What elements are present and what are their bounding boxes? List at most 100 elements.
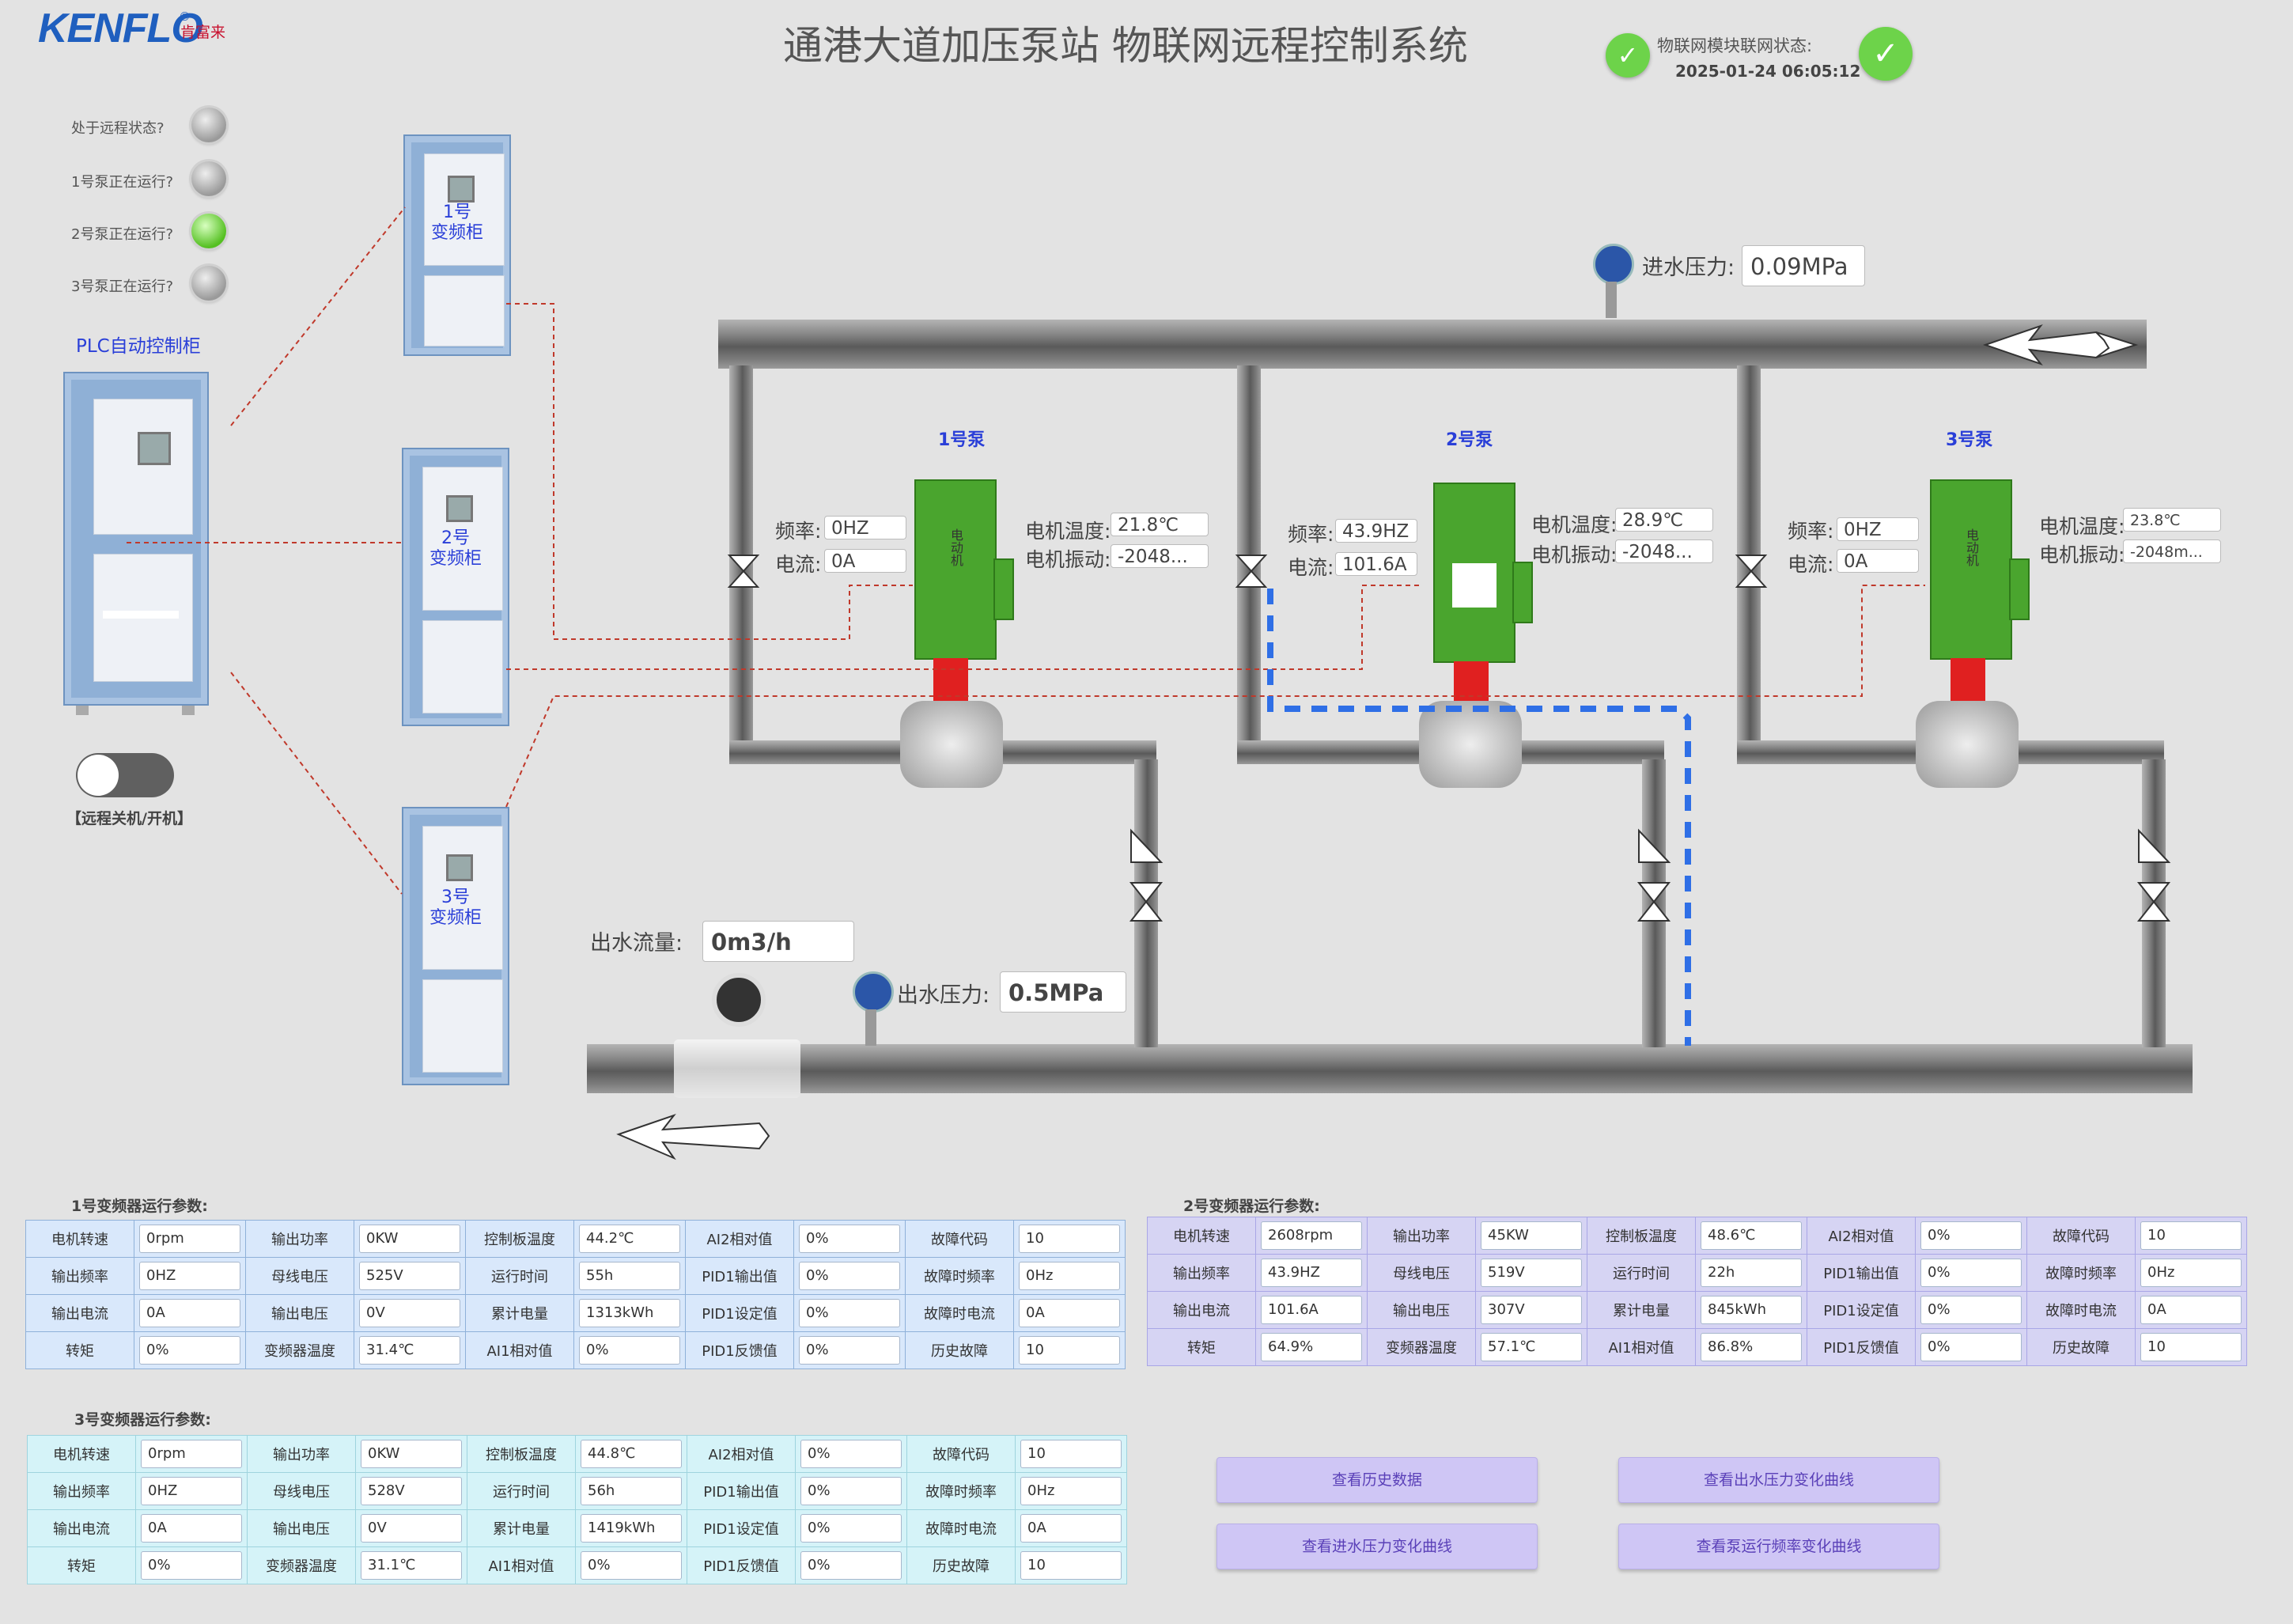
remote-power-toggle[interactable] [76,753,174,797]
vfd-cabinet-2[interactable]: 2号 变频柜 [402,448,509,726]
param-value: 0V [361,1514,462,1543]
vfd1-num: 1号 [443,203,471,222]
pump2-freq-value: 43.9HZ [1335,519,1417,543]
toggle-label: 【远程关机/开机】 [66,810,192,827]
pump2-title: 2号泵 [1446,430,1493,450]
param-label: 输出频率 [1147,1254,1256,1292]
plc-cabinet[interactable] [63,372,209,706]
param-value: 525V [359,1262,460,1290]
view-pump-frequency-curve-button[interactable]: 查看泵运行频率变化曲线 [1618,1524,1939,1569]
param-label: 转矩 [1147,1328,1256,1366]
param-value: 10 [1019,1225,1120,1253]
param-value: 1419kWh [581,1514,682,1543]
outlet-pressure-value: 0.5MPa [1000,971,1126,1013]
param-value: 0% [800,1514,902,1543]
param-value: 31.1℃ [361,1551,462,1580]
pump1-check-valve-icon [1130,828,1164,863]
param-label: 历史故障 [2026,1328,2136,1366]
vfd-cabinet-3[interactable]: 3号 变频柜 [402,807,509,1085]
pump3-freq-label: 频率: [1788,520,1834,543]
param-label: 转矩 [27,1546,136,1584]
param-label: 母线电压 [247,1472,356,1510]
param-value: 0Hz [1019,1262,1120,1290]
param-value: 43.9HZ [1261,1259,1362,1287]
param-label: 历史故障 [905,1331,1014,1369]
param-value: 0% [800,1551,902,1580]
param-value: 0A [141,1514,242,1543]
param-label: PID1反馈值 [687,1546,796,1584]
pump3-freq-value: 0HZ [1837,517,1919,541]
pump3-vib-value: -2048m... [2123,539,2221,563]
pump3-current-label: 电流: [1788,553,1834,576]
param-label: 输出电流 [25,1294,134,1332]
page-title: 通港大道加压泵站 物联网远程控制系统 [783,23,1468,69]
param-value: 57.1℃ [1481,1333,1582,1361]
pump1-motor[interactable]: 电动机 [914,479,997,660]
param-value: 0% [141,1551,242,1580]
param-value: 0Hz [2140,1259,2242,1287]
param-label: PID1输出值 [1807,1254,1916,1292]
param-value: 10 [1019,1336,1120,1365]
param-value: 0% [799,1262,900,1290]
pump3-running-label: 3号泵正在运行? [71,278,174,295]
param-value: 10 [1020,1440,1122,1468]
inlet-flow-arrow-icon [1982,324,2139,366]
param-value: 44.8℃ [581,1440,682,1468]
param-label: 运行时间 [467,1472,576,1510]
param-label: AI1相对值 [465,1331,574,1369]
param-label: PID1反馈值 [1807,1328,1916,1366]
param-label: PID1设定值 [687,1509,796,1547]
param-value: 0KW [359,1225,460,1253]
view-outlet-pressure-curve-button[interactable]: 查看出水压力变化曲线 [1618,1457,1939,1503]
param-value: 0Hz [1020,1477,1122,1505]
param-value: 0% [1920,1259,2022,1287]
param-label: PID1输出值 [687,1472,796,1510]
param-value: 0A [1019,1299,1120,1327]
param-value: 2608rpm [1261,1221,1362,1250]
param-value: 48.6℃ [1701,1221,1802,1250]
pump3-title: 3号泵 [1946,430,1993,450]
param-label: AI1相对值 [1587,1328,1696,1366]
vfd2-name: 变频柜 [429,549,482,569]
kenflo-logo: KENFLO [38,6,203,51]
param-label: 控制板温度 [1587,1217,1696,1255]
param-label: 累计电量 [1587,1291,1696,1329]
pump1-running-indicator [191,161,226,196]
check-icon: ✓ [1606,33,1650,78]
view-inlet-pressure-curve-button[interactable]: 查看进水压力变化曲线 [1217,1524,1538,1569]
param-value: 0% [799,1336,900,1365]
param-label: 故障时频率 [2026,1254,2136,1292]
pump2-motor[interactable] [1433,483,1515,663]
pump2-check-valve-icon [1638,828,1671,863]
pump2-temp-label: 电机温度: [1531,513,1618,536]
param-value: 0% [1920,1296,2022,1324]
param-label: 故障代码 [2026,1217,2136,1255]
param-value: 0% [800,1440,902,1468]
param-label: 电机转速 [27,1435,136,1473]
pump2-running-label: 2号泵正在运行? [71,226,174,243]
flow-meter-display-icon [712,973,766,1027]
param-label: 变频器温度 [1367,1328,1476,1366]
pump1-freq-label: 频率: [775,520,822,543]
param-label: 母线电压 [1367,1254,1476,1292]
param-value: 0HZ [139,1262,240,1290]
outlet-pressure-label: 出水压力: [897,983,990,1008]
param-value: 0% [579,1336,680,1365]
pump3-motor[interactable]: 电动机 [1930,479,2012,660]
view-history-button[interactable]: 查看历史数据 [1217,1457,1538,1503]
vfd-cabinet-1[interactable]: 1号 变频柜 [403,134,511,356]
param-label: AI2相对值 [687,1435,796,1473]
pump3-temp-value: 23.8℃ [2123,508,2221,532]
pump2-temp-value: 28.9℃ [1615,508,1713,532]
param-label: 故障时频率 [906,1472,1016,1510]
param-label: 变频器温度 [245,1331,354,1369]
vfd2-params-title: 2号变频器运行参数: [1183,1198,1320,1215]
param-label: 输出功率 [247,1435,356,1473]
vfd3-name: 变频柜 [429,908,482,928]
